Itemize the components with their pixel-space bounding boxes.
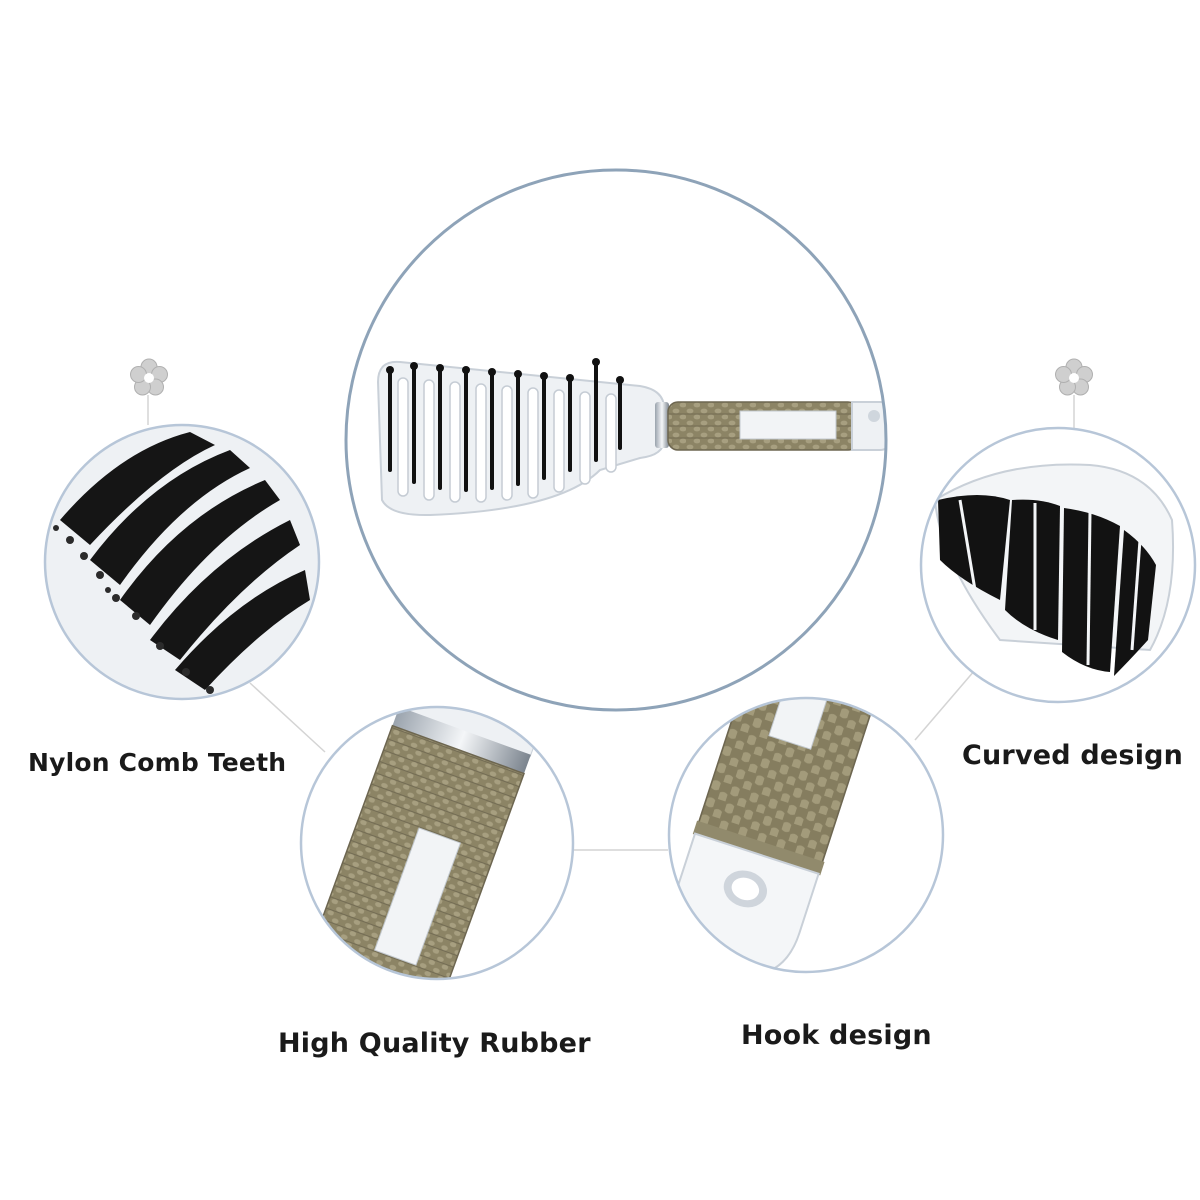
bristle-closeup-circle xyxy=(43,423,321,701)
brush-vents xyxy=(397,377,617,503)
bristle-rows xyxy=(388,362,622,492)
caption-high-quality-rubber: High Quality Rubber xyxy=(278,1028,591,1059)
flower-icon xyxy=(130,358,168,396)
caption-hook-design: Hook design xyxy=(741,1020,932,1051)
caption-nylon-comb-teeth: Nylon Comb Teeth xyxy=(28,748,287,777)
main-brush-circle xyxy=(344,168,888,712)
rubber-grip-circle xyxy=(299,705,575,981)
curved-head-circle xyxy=(919,426,1197,704)
caption-curved-design: Curved design xyxy=(962,740,1184,771)
hook-end-circle xyxy=(667,696,945,974)
connector-lines xyxy=(147,395,1075,851)
flower-icon xyxy=(1055,358,1093,396)
